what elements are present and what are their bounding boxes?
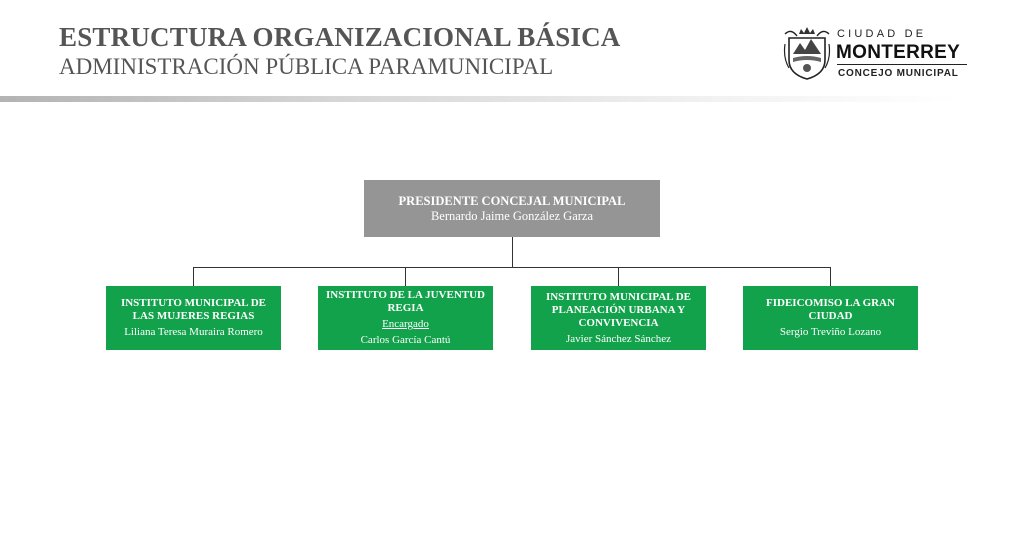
- logo-line-3: CONCEJO MUNICIPAL: [838, 68, 959, 79]
- logo-divider: [837, 64, 967, 65]
- org-node-title: INSTITUTO DE LA JUVENTUD REGIA: [325, 289, 486, 314]
- org-node-role: Encargado: [382, 318, 429, 330]
- org-node-child: FIDEICOMISO LA GRAN CIUDAD Sergio Treviñ…: [743, 286, 918, 350]
- org-node-title: PRESIDENTE CONCEJAL MUNICIPAL: [398, 193, 626, 208]
- city-seal-icon: [783, 27, 831, 80]
- org-node-name: Javier Sánchez Sánchez: [565, 332, 672, 345]
- city-logo: CIUDAD DE MONTERREY CONCEJO MUNICIPAL: [783, 24, 973, 82]
- org-node-name: Carlos García Cantú: [360, 334, 451, 346]
- org-node-title: INSTITUTO MUNICIPAL DE PLANEACIÓN URBANA…: [545, 290, 692, 329]
- org-node-child: INSTITUTO MUNICIPAL DE LAS MUJERES REGIA…: [106, 286, 281, 350]
- header-divider: [0, 96, 960, 102]
- org-node-name: Bernardo Jaime González Garza: [430, 208, 594, 223]
- org-node-root: PRESIDENTE CONCEJAL MUNICIPAL Bernardo J…: [364, 180, 660, 237]
- org-node-child: INSTITUTO MUNICIPAL DE PLANEACIÓN URBANA…: [531, 286, 706, 350]
- org-node-name: Liliana Teresa Muraira Romero: [124, 326, 263, 338]
- org-node-title: FIDEICOMISO LA GRAN CIUDAD: [766, 297, 895, 322]
- page-subtitle: ADMINISTRACIÓN PÚBLICA PARAMUNICIPAL: [59, 54, 554, 79]
- logo-line-1: CIUDAD DE: [837, 28, 927, 40]
- logo-line-2: MONTERREY: [836, 42, 961, 63]
- org-node-child: INSTITUTO DE LA JUVENTUD REGIA Encargado…: [318, 286, 493, 350]
- org-node-title: INSTITUTO MUNICIPAL DE LAS MUJERES REGIA…: [120, 297, 267, 322]
- org-node-name: Sergio Treviño Lozano: [779, 326, 882, 338]
- page-title: ESTRUCTURA ORGANIZACIONAL BÁSICA: [59, 22, 621, 52]
